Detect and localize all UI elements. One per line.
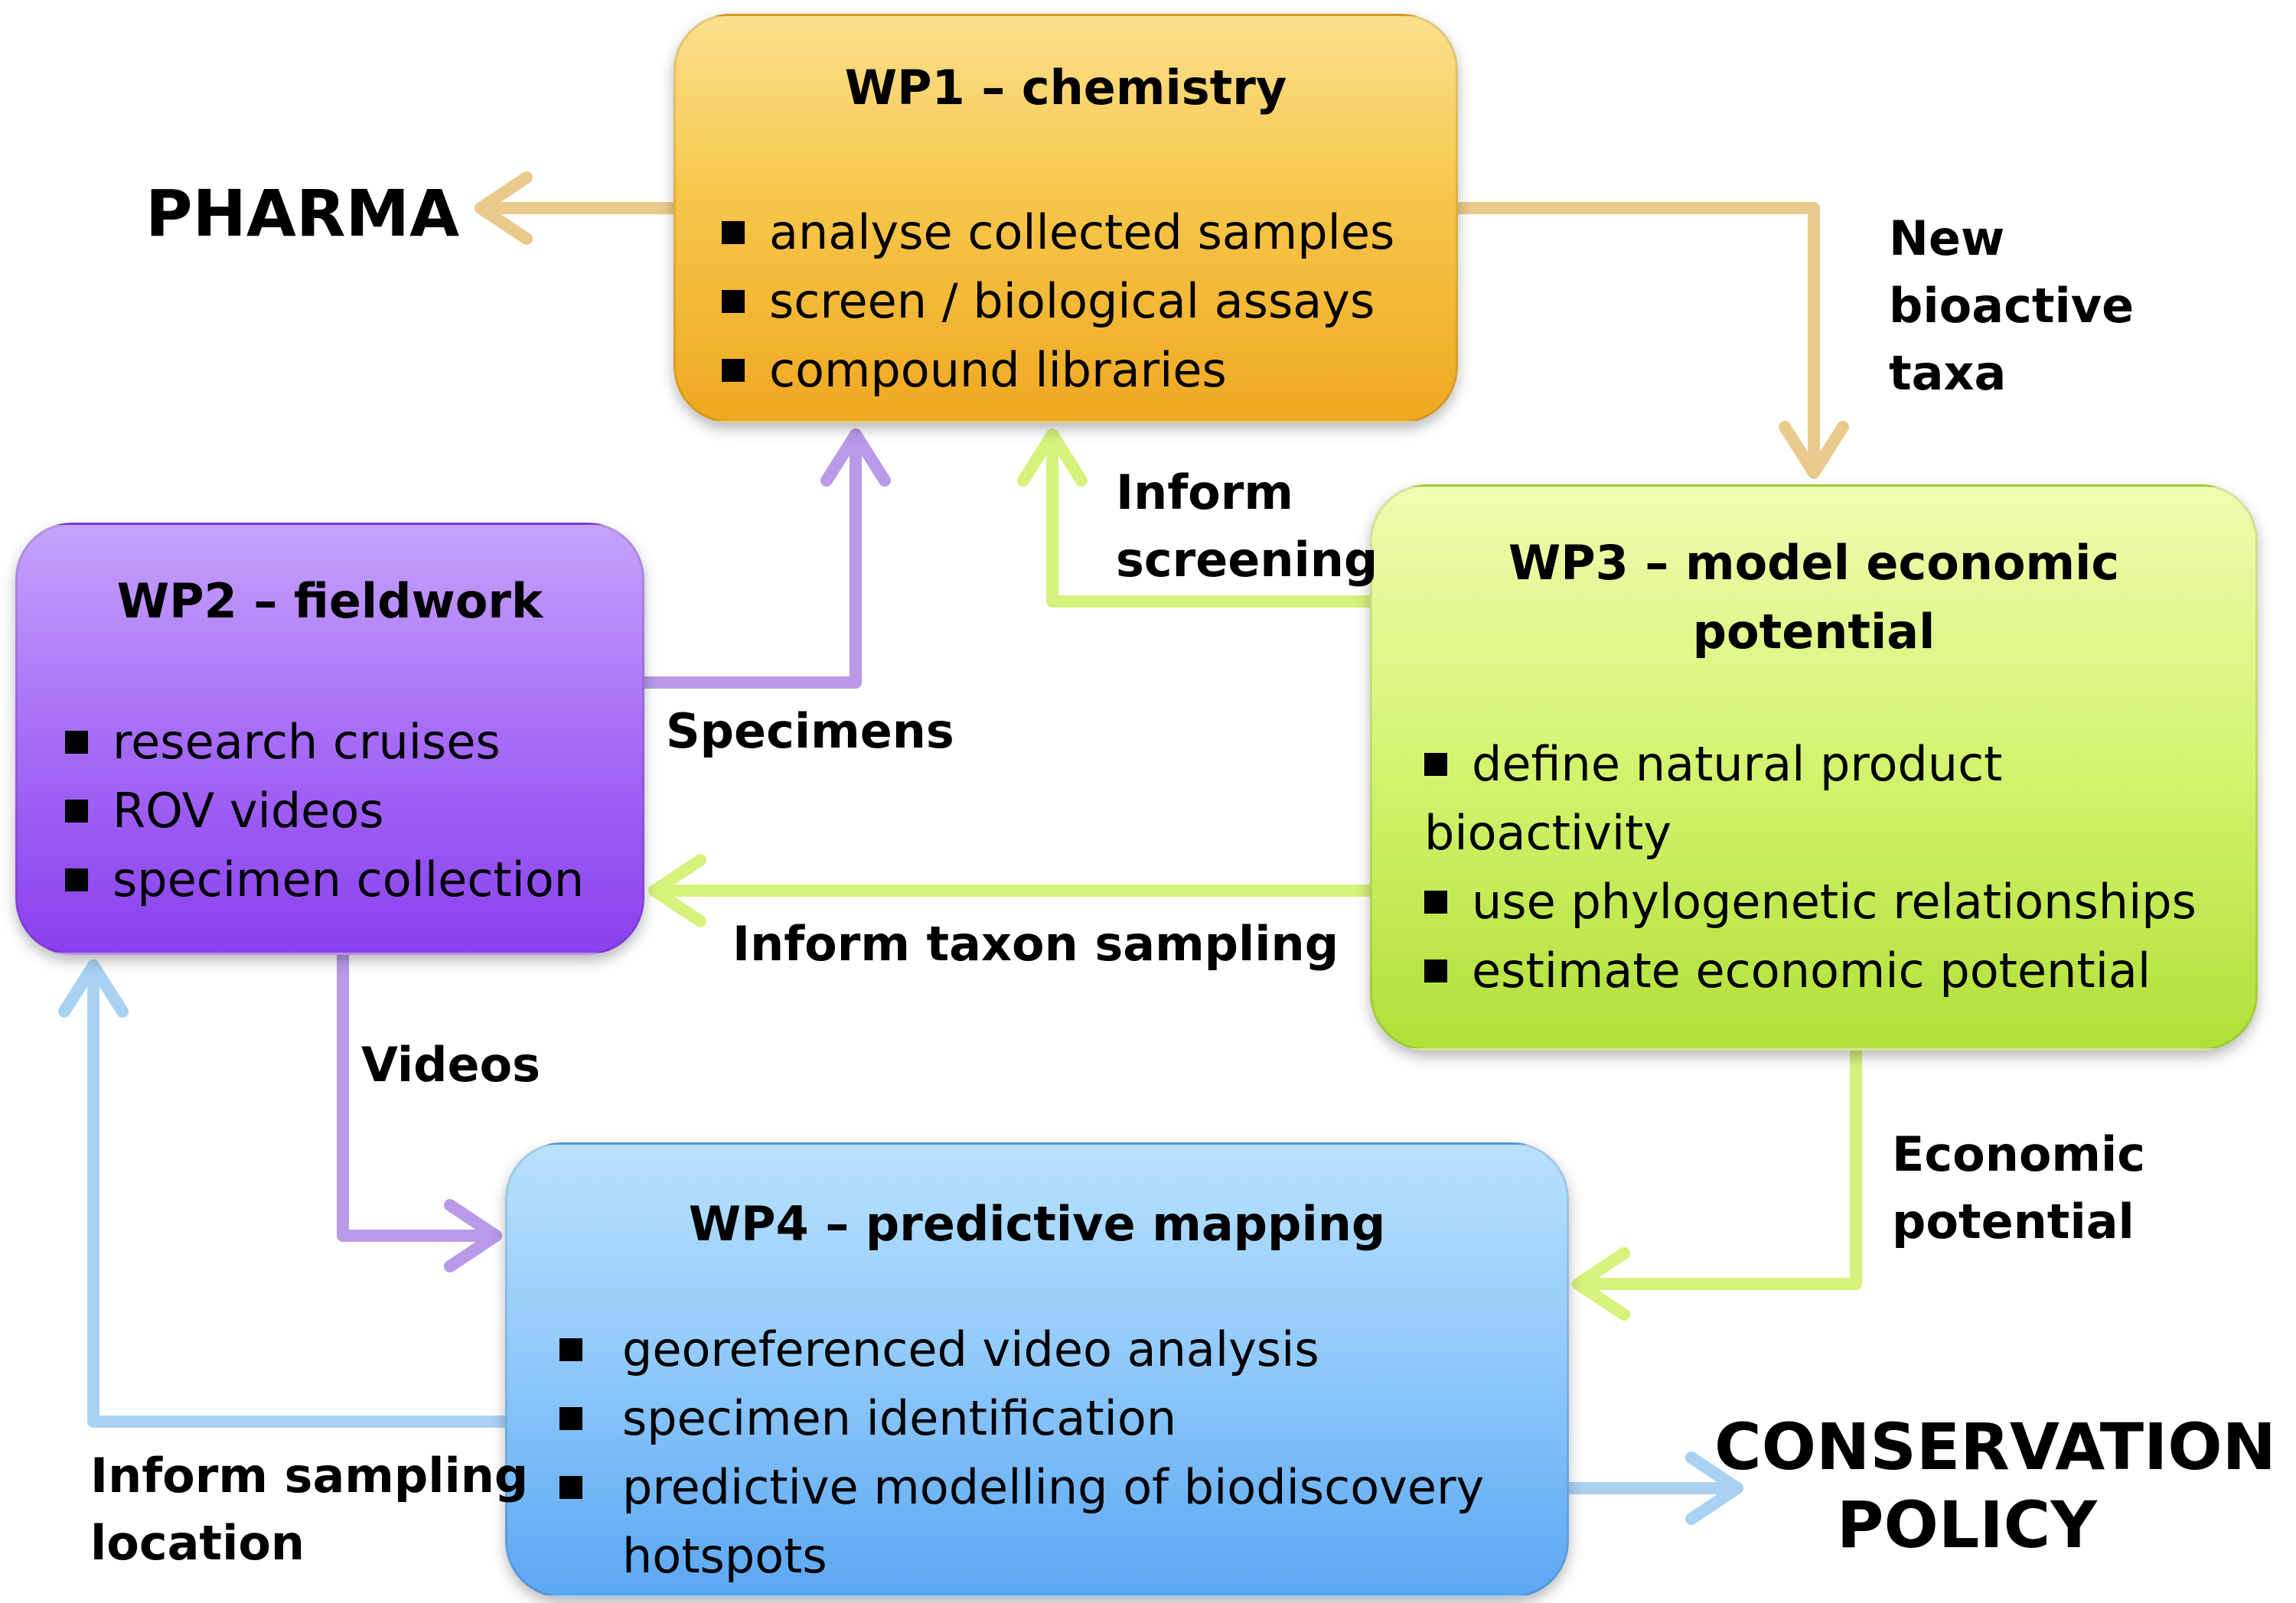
inform-taxon-sampling-label: Inform taxon sampling — [732, 916, 1339, 972]
wp3-item-list: define natural product bioactivity use p… — [1424, 730, 2197, 1005]
wp2-item: specimen collection — [65, 845, 584, 914]
wp1-item: screen / biological assays — [722, 267, 1394, 336]
conservation-label-line2: POLICY — [1836, 1487, 2098, 1562]
square-bullet-icon — [1424, 753, 1447, 776]
conservation-policy-label: CONSERVATION POLICY — [1714, 1408, 2276, 1564]
wp1-item: analyse collected samples — [722, 198, 1394, 267]
wp3-item: define natural product — [1424, 730, 2197, 799]
wp1-item: compound libraries — [722, 336, 1394, 405]
wp1-chemistry-box: WP1 – chemistry analyse collected sample… — [673, 14, 1458, 423]
arrow-wp2-to-wp1 — [638, 428, 862, 689]
videos-label: Videos — [361, 1037, 541, 1093]
wp3-item-continuation: bioactivity — [1424, 805, 1672, 861]
wp4-item: predictive modelling of biodiscovery — [559, 1453, 1484, 1522]
arrow-wp3-to-wp2-head — [648, 854, 706, 927]
wp4-item-continuation: hotspots — [622, 1528, 827, 1584]
new-bioactive-taxa-label: New bioactive taxa — [1889, 210, 2135, 401]
arrow-wp4-to-wp2 — [87, 960, 511, 1428]
square-bullet-icon — [65, 868, 88, 891]
arrow-wp3-to-wp4 — [1572, 1044, 1862, 1290]
arrow-wp3-to-wp4-head — [1572, 1247, 1630, 1321]
wp3-economic-potential-box: WP3 – model economic potential define na… — [1370, 484, 2258, 1051]
wp2-title: WP2 – fieldwork — [116, 573, 543, 629]
arrow-wp2-to-wp4 — [337, 949, 502, 1242]
arrow-wp4-to-conservation-head — [1685, 1451, 1743, 1525]
wp4-item-list: georeferenced video analysis specimen id… — [559, 1315, 1484, 1591]
arrow-wp1-to-pharma-head — [475, 171, 533, 245]
square-bullet-icon — [1424, 891, 1447, 914]
wp4-title: WP4 – predictive mapping — [688, 1196, 1386, 1252]
wp3-title-line1: WP3 – model economic — [1508, 535, 2120, 591]
wp1-item-list: analyse collected samples screen / biolo… — [722, 198, 1394, 405]
arrow-wp3-to-wp1 — [1046, 428, 1376, 608]
square-bullet-icon — [1424, 960, 1447, 982]
square-bullet-icon — [722, 221, 745, 244]
square-bullet-icon — [65, 800, 88, 823]
arrow-wp1-to-wp3 — [1452, 202, 1820, 479]
economic-potential-label: Economic potential — [1892, 1126, 2146, 1249]
wp2-fieldwork-box: WP2 – fieldwork research cruises ROV vid… — [15, 523, 644, 955]
square-bullet-icon — [65, 731, 88, 754]
wp2-item: research cruises — [65, 708, 584, 777]
wp3-item: use phylogenetic relationships — [1424, 868, 2197, 937]
wp3-title-line2: potential — [1692, 604, 1936, 660]
wp4-item: georeferenced video analysis — [559, 1315, 1484, 1384]
square-bullet-icon — [722, 290, 745, 313]
wp4-predictive-mapping-box: WP4 – predictive mapping georeferenced v… — [505, 1142, 1569, 1598]
wp2-item-list: research cruises ROV videos specimen col… — [65, 708, 584, 914]
arrow-wp1-to-wp3-head — [1779, 421, 1849, 479]
wp3-item: estimate economic potential — [1424, 937, 2197, 1005]
wp4-item: specimen identification — [559, 1384, 1484, 1453]
arrow-wp2-to-wp1-head — [820, 428, 891, 487]
inform-sampling-location-label: Inform sampling location — [90, 1448, 529, 1571]
square-bullet-icon — [559, 1476, 582, 1499]
specimens-label: Specimens — [666, 703, 954, 759]
inform-screening-label: Inform screening — [1116, 464, 1378, 588]
arrow-wp2-to-wp4-head — [444, 1199, 502, 1272]
wp2-item: ROV videos — [65, 777, 584, 845]
square-bullet-icon — [559, 1407, 582, 1430]
square-bullet-icon — [559, 1338, 582, 1361]
square-bullet-icon — [722, 359, 745, 382]
pharma-label: PHARMA — [145, 176, 460, 251]
arrow-wp4-to-wp2-head — [58, 960, 129, 1018]
arrow-wp3-to-wp1-head — [1017, 428, 1088, 487]
wp1-title: WP1 – chemistry — [844, 60, 1287, 116]
conservation-label-line1: CONSERVATION — [1714, 1409, 2276, 1484]
